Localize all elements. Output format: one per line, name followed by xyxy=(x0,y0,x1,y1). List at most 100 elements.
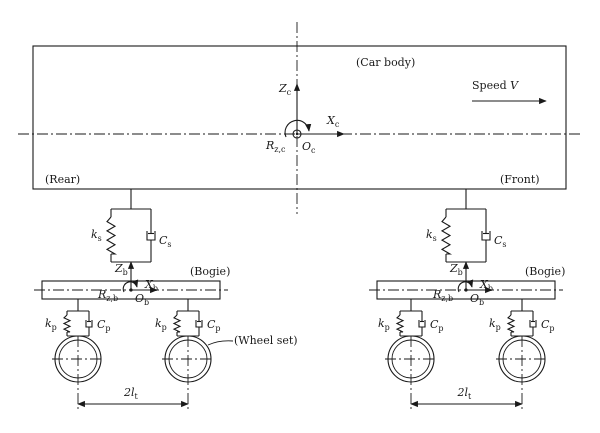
primary-spring-label-main: k xyxy=(155,317,162,330)
car-body-origin-dot xyxy=(295,132,299,136)
wheelbase-dimension: 2lt xyxy=(410,386,523,408)
bogie-x-label-sub: b xyxy=(488,284,493,293)
primary-damper-label-sub: p xyxy=(105,324,110,333)
car-body-outline xyxy=(32,45,567,190)
secondary-spring-label: ks xyxy=(91,228,102,243)
car-body: (Car body) (Rear) (Front) Speed V Zc Xc … xyxy=(18,22,582,214)
car-body-z-label: Zc xyxy=(278,82,292,97)
car-body-origin-label: Oc xyxy=(302,140,316,155)
rear-label: (Rear) xyxy=(45,173,80,186)
wheel-set-callout: (Wheel set) xyxy=(207,334,298,347)
primary-spring-label-sub: p xyxy=(496,323,501,332)
bogie-rotation-label-main: R xyxy=(97,288,106,301)
bogie-origin-label: Ob xyxy=(470,292,484,307)
secondary-damper-label-sub: s xyxy=(167,240,171,249)
bogie-x-label: Xb xyxy=(144,278,158,293)
wheel-set-leader xyxy=(207,340,234,346)
primary-suspension-spring xyxy=(506,314,516,333)
primary-suspension-spring xyxy=(62,314,72,333)
bogie-origin-label-sub: b xyxy=(479,298,484,307)
bogie-origin-label-sub: b xyxy=(144,298,149,307)
bogie-z-label: Zb xyxy=(114,262,128,277)
bogie-rotation-arrow xyxy=(122,279,139,293)
primary-spring-label-sub: p xyxy=(162,323,167,332)
wheel-set xyxy=(162,335,214,410)
primary-spring-label: kp xyxy=(155,317,167,332)
bogie-label: (Bogie) xyxy=(190,265,230,278)
car-body-rotation-label: Rz,c xyxy=(265,139,286,154)
secondary-suspension-spring xyxy=(105,216,118,255)
primary-spring-label: kp xyxy=(45,317,57,332)
primary-damper-label-main: C xyxy=(430,318,439,331)
front-label: (Front) xyxy=(500,173,540,186)
secondary-spring-label: ks xyxy=(426,228,437,243)
primary-damper-label-sub: p xyxy=(549,324,554,333)
bogie-z-label-main: Z xyxy=(114,262,123,275)
wheelbase-label: 2lt xyxy=(123,386,139,401)
bogie-x-label-sub: b xyxy=(153,284,158,293)
secondary-damper-label: Cs xyxy=(159,234,172,249)
primary-suspension-spring xyxy=(395,314,405,333)
bogie-rotation-label-sub: z,b xyxy=(106,294,118,303)
bogie-label: (Bogie) xyxy=(525,265,565,278)
wheel-set xyxy=(496,335,548,410)
wheel-set xyxy=(385,335,437,410)
primary-spring-label: kp xyxy=(489,317,501,332)
wheelbase-label-sub: t xyxy=(468,392,472,401)
primary-spring-label-main: k xyxy=(45,317,52,330)
bogie-z-label: Zb xyxy=(449,262,463,277)
car-body-label: (Car body) xyxy=(356,56,415,69)
speed-label: Speed V xyxy=(472,79,519,92)
primary-damper-label: Cp xyxy=(430,318,444,333)
secondary-spring-label-sub: s xyxy=(433,234,437,243)
wheelbase-label: 2lt xyxy=(457,386,473,401)
secondary-suspension-spring xyxy=(440,216,453,255)
bogie-rotation-label: Rz,b xyxy=(432,288,453,303)
primary-damper-label-main: C xyxy=(97,318,106,331)
bogie-z-label-sub: b xyxy=(458,268,463,277)
primary-suspension-1: kp Cp xyxy=(378,299,444,410)
bogie-x-label-main: X xyxy=(144,278,154,291)
car-body-rotation-arrow xyxy=(284,119,312,138)
car-body-x-label: Xc xyxy=(326,114,340,129)
bogie-z-label-sub: b xyxy=(123,268,128,277)
secondary-spring-label-main: k xyxy=(426,228,433,241)
wheelbase-label-sub: t xyxy=(135,392,139,401)
primary-spring-label-main: k xyxy=(489,317,496,330)
bogie-rotation-label: Rz,b xyxy=(97,288,118,303)
secondary-damper-label: Cs xyxy=(494,234,507,249)
primary-damper-label-main: C xyxy=(541,318,550,331)
car-body-axes: Zc Xc Oc Rz,c xyxy=(265,82,345,155)
bogie-rotation-label-sub: z,b xyxy=(441,294,453,303)
bogie-origin-label-main: O xyxy=(470,292,479,305)
primary-spring-label: kp xyxy=(378,317,390,332)
primary-damper-label-main: C xyxy=(207,318,216,331)
wheel-set-label: (Wheel set) xyxy=(234,334,298,347)
primary-suspension-1: kp Cp xyxy=(45,299,111,410)
bogie-origin-label-main: O xyxy=(135,292,144,305)
primary-suspension-spring xyxy=(172,314,182,333)
secondary-spring-label-main: k xyxy=(91,228,98,241)
car-body-origin-marker xyxy=(292,129,302,139)
bogie-rotation-label-main: R xyxy=(432,288,441,301)
secondary-spring-label-sub: s xyxy=(98,234,102,243)
primary-damper-label-sub: p xyxy=(215,324,220,333)
bogie-origin-label: Ob xyxy=(135,292,149,307)
primary-damper-label: Cp xyxy=(207,318,221,333)
wheel-set xyxy=(52,335,104,410)
bogie-origin-dot xyxy=(464,288,468,292)
wheelbase-dimension: 2lt xyxy=(77,386,189,408)
secondary-damper-label-sub: s xyxy=(502,240,506,249)
primary-damper-label: Cp xyxy=(541,318,555,333)
primary-spring-label-sub: p xyxy=(385,323,390,332)
primary-damper-label-sub: p xyxy=(438,324,443,333)
wheelbase-label-main: 2l xyxy=(123,386,135,399)
bogie-x-label-main: X xyxy=(479,278,489,291)
bogie-z-label-main: Z xyxy=(449,262,458,275)
